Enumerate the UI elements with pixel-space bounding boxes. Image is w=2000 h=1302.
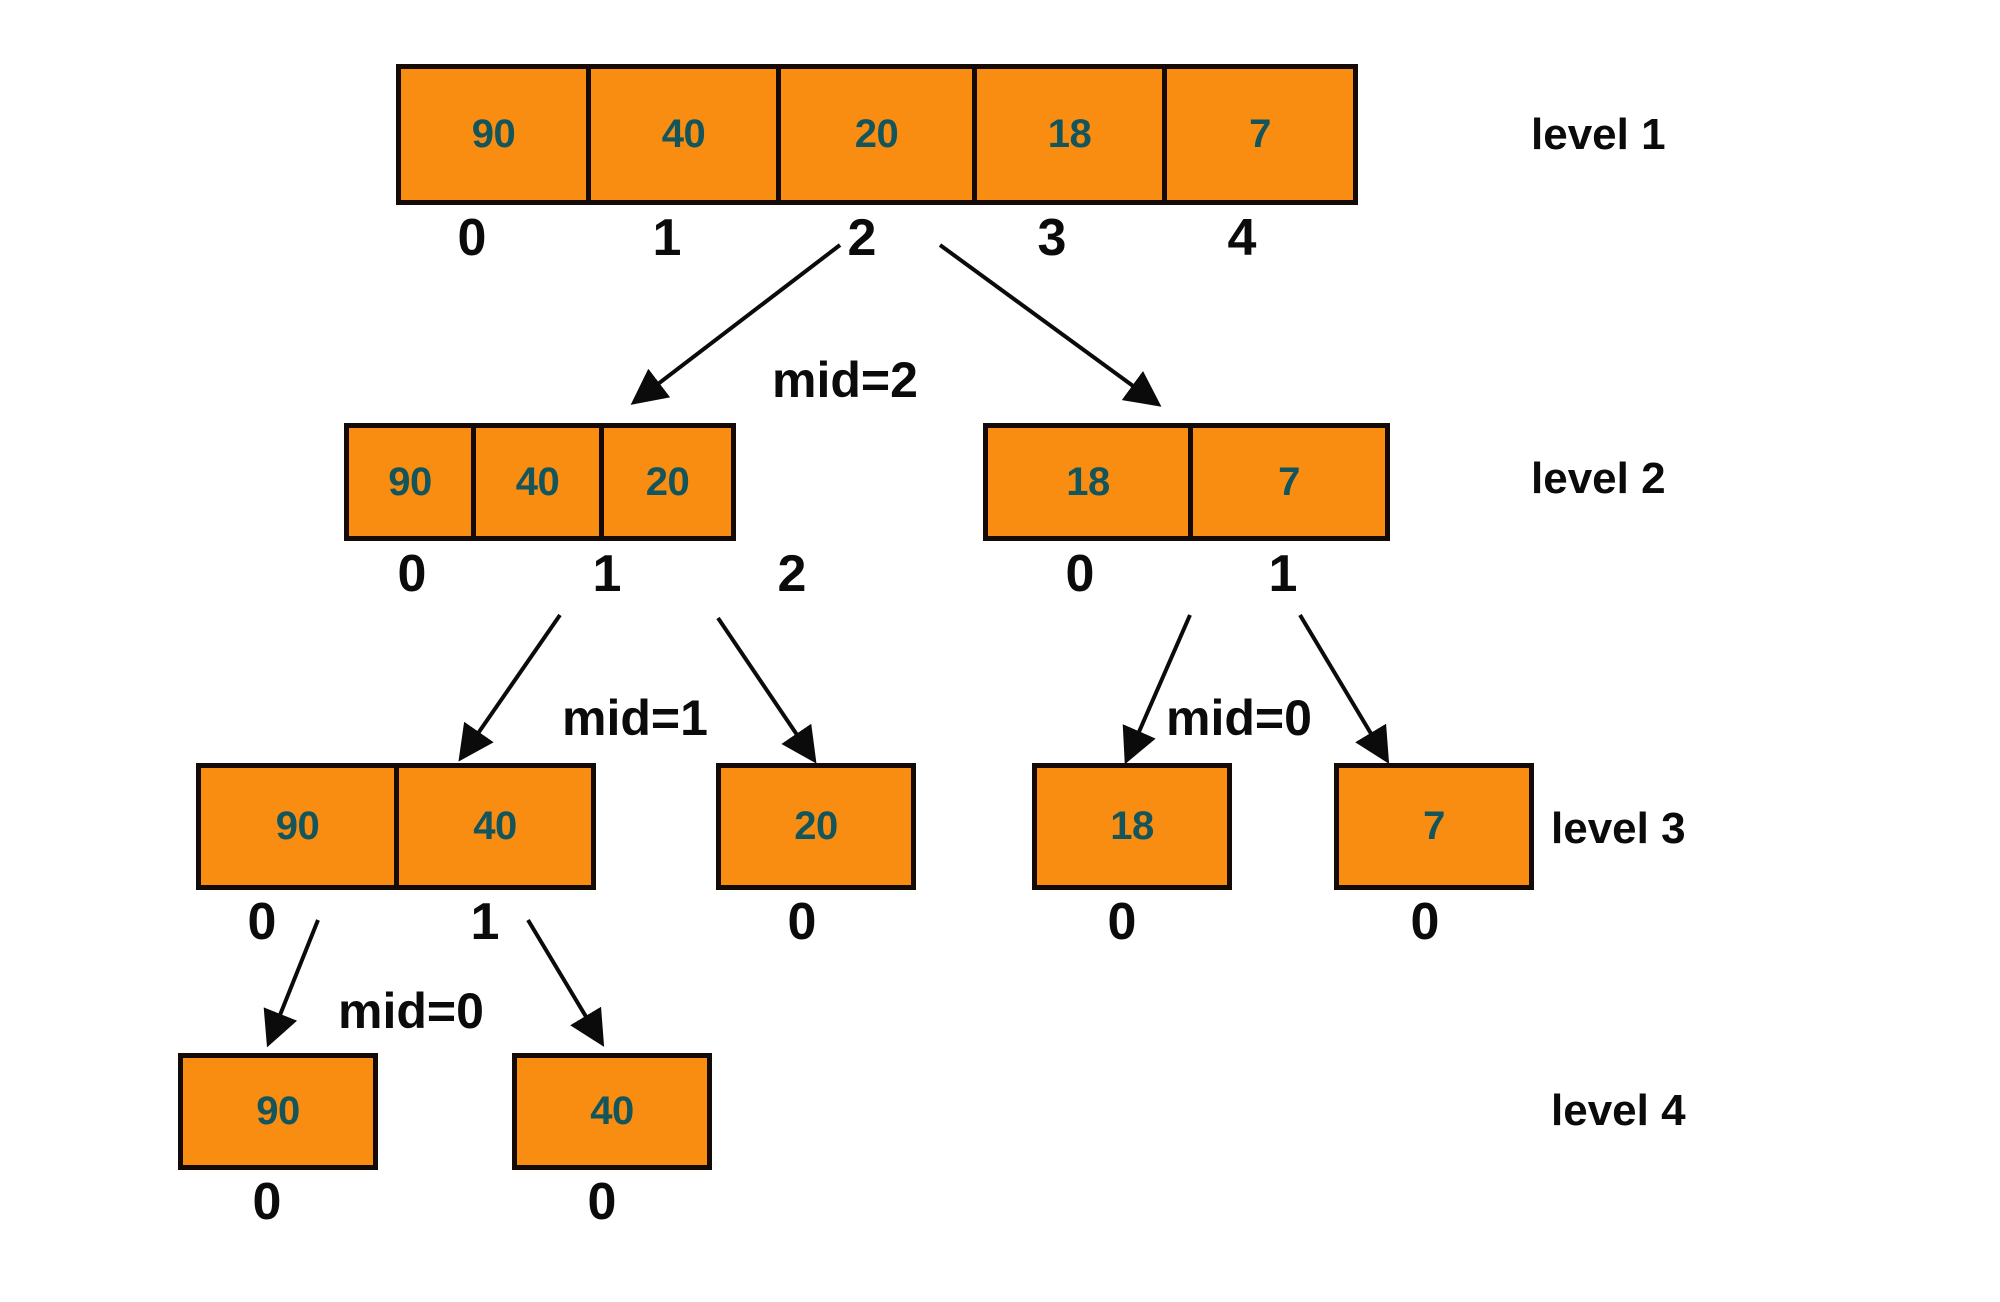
array-group-level4-b: 40 bbox=[512, 1053, 712, 1170]
index-label: 0 bbox=[1107, 893, 1137, 951]
array-group-level2-right: 18 7 bbox=[983, 423, 1390, 541]
array-cell: 7 bbox=[1193, 428, 1385, 536]
array-group-level2-left: 90 40 20 bbox=[344, 423, 736, 541]
array-cell: 7 bbox=[1167, 69, 1353, 200]
array-cell: 20 bbox=[781, 69, 977, 200]
index-label: 0 bbox=[787, 893, 817, 951]
index-label: 0 bbox=[1410, 893, 1440, 951]
array-group-level3-b: 20 bbox=[716, 763, 916, 890]
index-label: 0 bbox=[397, 545, 427, 603]
mid-label-level2-left: mid=1 bbox=[562, 690, 708, 746]
mid-label-level1: mid=2 bbox=[772, 352, 918, 408]
arrow-l1-to-l2-right bbox=[938, 243, 1162, 407]
mid-label-level3: mid=0 bbox=[338, 983, 484, 1039]
array-cell: 20 bbox=[604, 428, 731, 536]
array-group-level1: 90 40 20 18 7 bbox=[396, 64, 1358, 205]
index-label: 2 bbox=[777, 545, 807, 603]
arrow-l2b-to-l3d bbox=[1298, 613, 1390, 764]
array-cell: 18 bbox=[1037, 768, 1227, 885]
level-label-1: level 1 bbox=[1531, 110, 1666, 159]
index-label: 0 bbox=[1065, 545, 1095, 603]
index-label: 0 bbox=[247, 893, 277, 951]
index-label: 1 bbox=[652, 209, 682, 267]
array-cell: 90 bbox=[349, 428, 476, 536]
level-label-2: level 2 bbox=[1531, 454, 1666, 503]
index-label: 3 bbox=[1037, 209, 1067, 267]
array-cell: 40 bbox=[476, 428, 604, 536]
index-label: 1 bbox=[1268, 545, 1298, 603]
array-cell: 18 bbox=[977, 69, 1167, 200]
array-cell: 40 bbox=[399, 768, 591, 885]
array-cell: 18 bbox=[988, 428, 1193, 536]
array-group-level3-a: 90 40 bbox=[196, 763, 596, 890]
level-label-3: level 3 bbox=[1551, 804, 1686, 853]
array-cell: 90 bbox=[401, 69, 591, 200]
arrow-l3a-to-l4b bbox=[526, 918, 605, 1047]
index-label: 1 bbox=[470, 893, 500, 951]
index-label: 2 bbox=[847, 209, 877, 267]
index-label: 1 bbox=[592, 545, 622, 603]
array-cell: 40 bbox=[517, 1058, 707, 1165]
index-label: 4 bbox=[1227, 209, 1257, 267]
array-group-level3-d: 7 bbox=[1334, 763, 1534, 890]
level-label-4: level 4 bbox=[1551, 1086, 1686, 1135]
index-label: 0 bbox=[457, 209, 487, 267]
array-cell: 7 bbox=[1339, 768, 1529, 885]
arrow-l2a-to-l3b bbox=[716, 616, 817, 764]
index-label: 0 bbox=[252, 1173, 282, 1231]
array-group-level3-c: 18 bbox=[1032, 763, 1232, 890]
arrow-l2a-to-l3a bbox=[458, 613, 562, 762]
array-cell: 90 bbox=[201, 768, 399, 885]
array-cell: 90 bbox=[183, 1058, 373, 1165]
array-cell: 20 bbox=[721, 768, 911, 885]
array-cell: 40 bbox=[591, 69, 781, 200]
array-group-level4-a: 90 bbox=[178, 1053, 378, 1170]
index-label: 0 bbox=[587, 1173, 617, 1231]
mid-label-level2-right: mid=0 bbox=[1166, 690, 1312, 746]
